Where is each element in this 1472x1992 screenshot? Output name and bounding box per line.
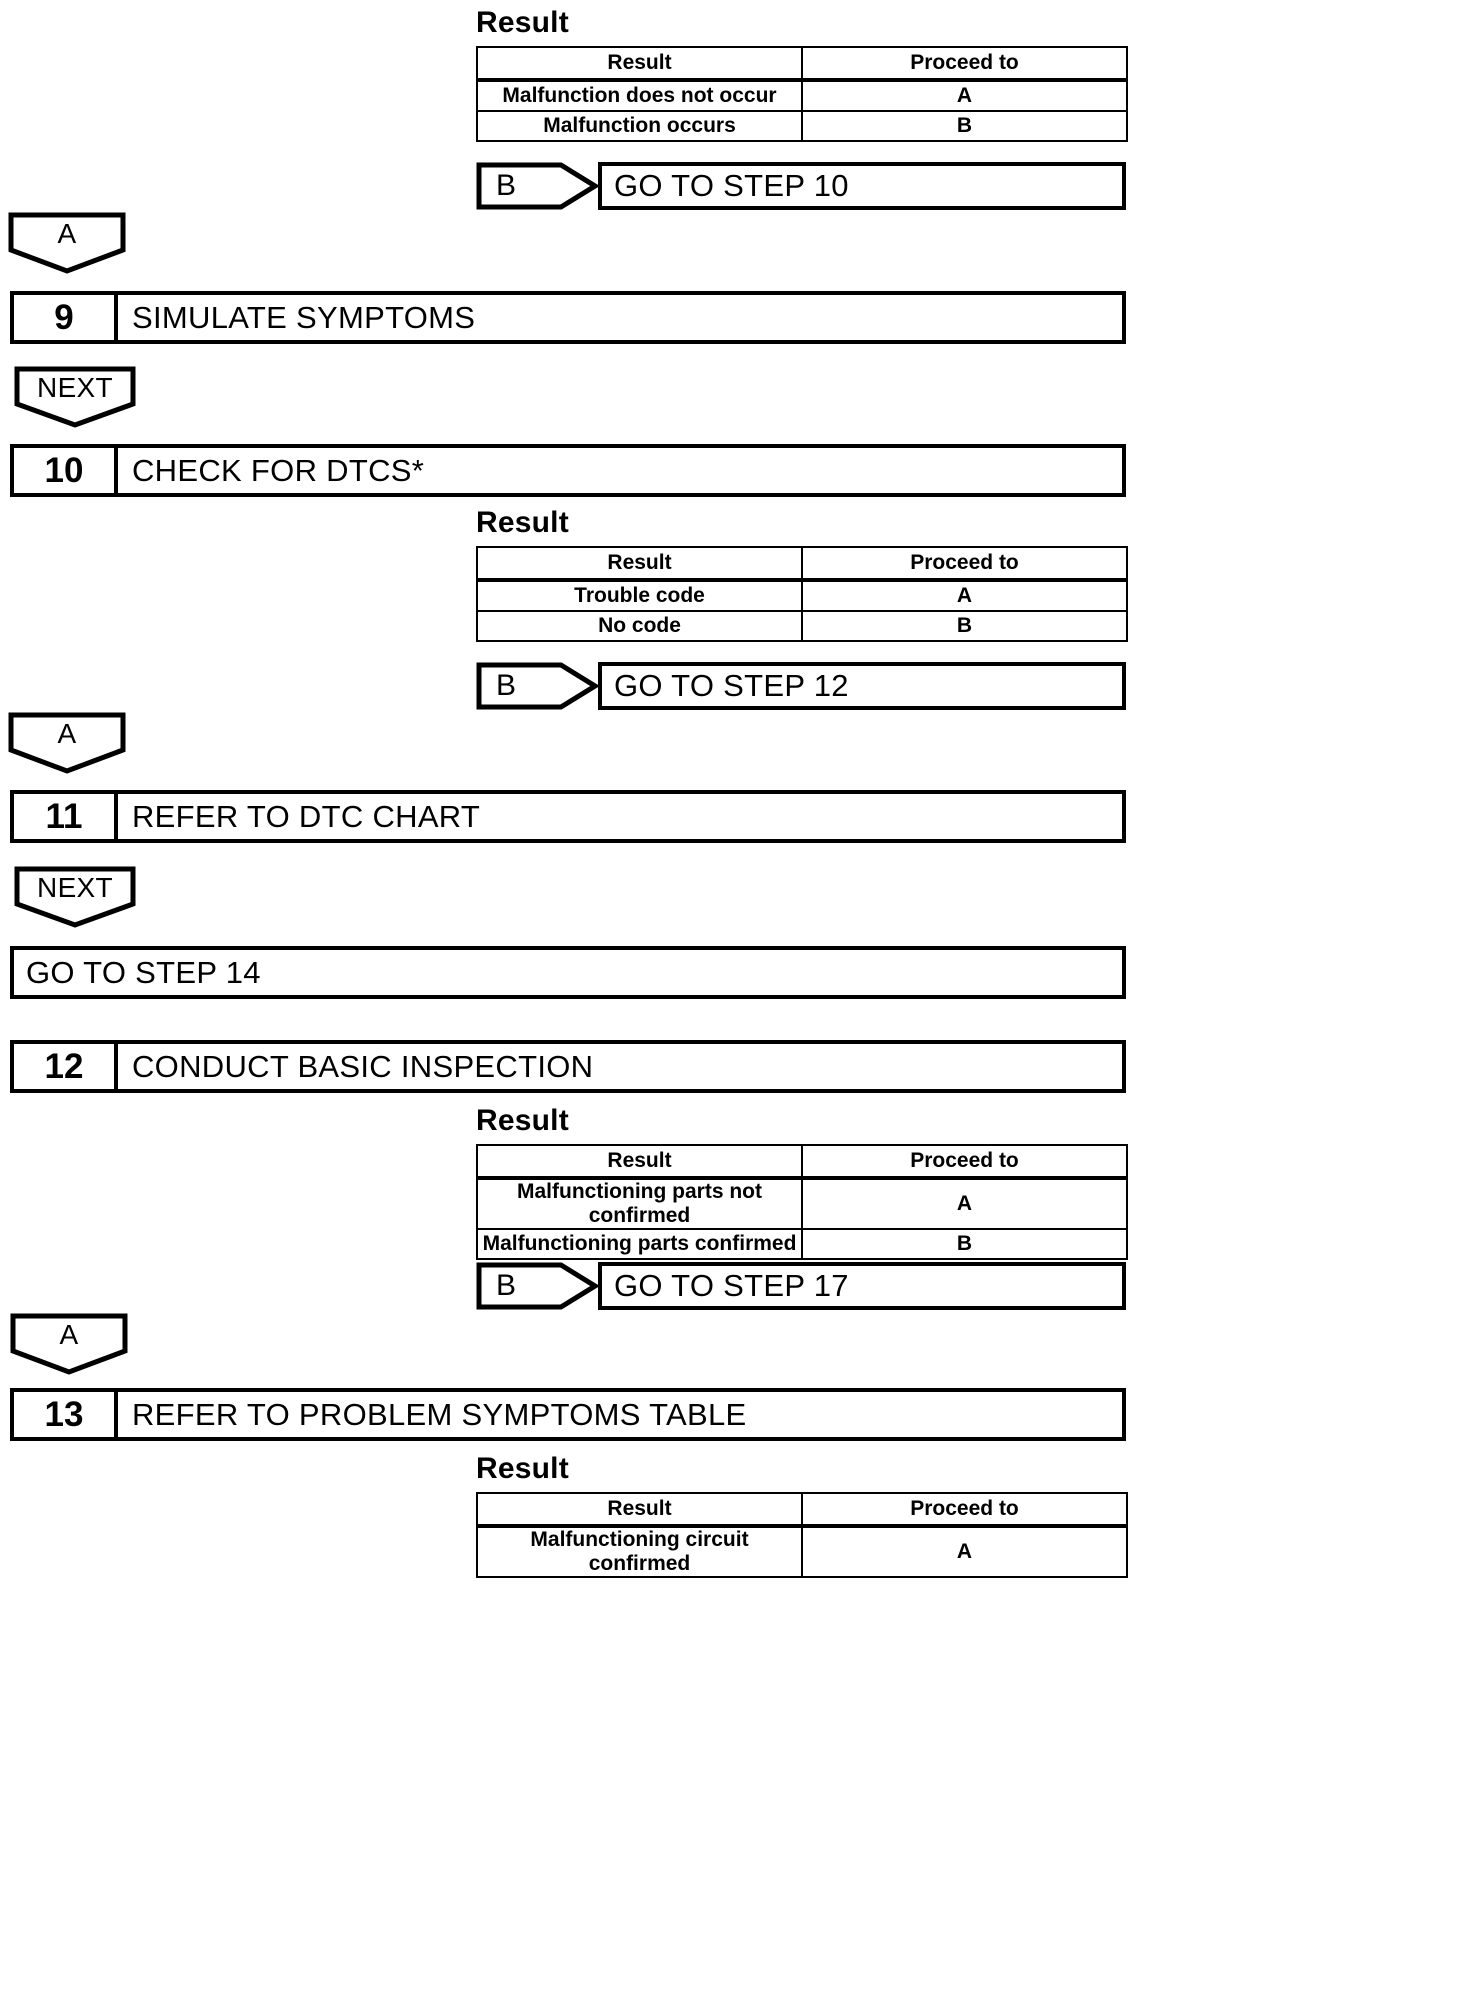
table-header-row: Result Proceed to: [476, 546, 1128, 582]
connector-a-2: A: [8, 712, 126, 774]
step-13-title: REFER TO PROBLEM SYMPTOMS TABLE: [132, 1396, 747, 1432]
step-9-title: SIMULATE SYMPTOMS: [132, 299, 476, 335]
column-header-proceed: Proceed to: [801, 546, 1128, 582]
branch-tag-b-1: B: [476, 162, 598, 210]
cell-proceed: B: [801, 610, 1128, 642]
connector-label: A: [57, 218, 77, 249]
column-header-proceed: Proceed to: [801, 46, 1128, 82]
connector-next-1: NEXT: [14, 366, 136, 428]
cell-proceed: B: [801, 110, 1128, 142]
cell-result: Malfunctioning circuit confirmed: [476, 1525, 803, 1578]
step-9[interactable]: 9 SIMULATE SYMPTOMS: [10, 291, 1126, 344]
result-caption-2: Result: [476, 506, 569, 539]
cell-proceed: A: [801, 1177, 1128, 1230]
result-caption-4: Result: [476, 1452, 569, 1485]
step-12-number: 12: [14, 1044, 118, 1089]
cell-result: Trouble code: [476, 579, 803, 612]
cell-result: Malfunction occurs: [476, 110, 803, 142]
cell-proceed: A: [801, 1525, 1128, 1578]
cell-result: No code: [476, 610, 803, 642]
column-header-result: Result: [476, 1492, 803, 1528]
table-header-row: Result Proceed to: [476, 46, 1128, 82]
connector-label: A: [57, 718, 77, 749]
connector-next-2: NEXT: [14, 866, 136, 928]
connector-label: NEXT: [37, 872, 113, 903]
step-10[interactable]: 10 CHECK FOR DTCS*: [10, 444, 1126, 497]
table-header-row: Result Proceed to: [476, 1144, 1128, 1180]
step-10-number: 10: [14, 448, 118, 493]
column-header-result: Result: [476, 46, 803, 82]
connector-a-1: A: [8, 212, 126, 274]
arrow-tag-shape-icon: [476, 662, 598, 710]
step-13[interactable]: 13 REFER TO PROBLEM SYMPTOMS TABLE: [10, 1388, 1126, 1441]
result-table-2: Result Proceed to Trouble code A No code…: [476, 546, 1128, 642]
pentagon-down-shape-icon: [8, 712, 126, 774]
goto-box-step-14[interactable]: GO TO STEP 14: [10, 946, 1126, 999]
step-13-number: 13: [14, 1392, 118, 1437]
step-11-number: 11: [14, 794, 118, 839]
step-9-number: 9: [14, 295, 118, 340]
result-caption-3: Result: [476, 1104, 569, 1137]
result-caption-1: Result: [476, 6, 569, 39]
table-row: Trouble code A: [476, 579, 1128, 612]
table-row: No code B: [476, 610, 1128, 642]
result-table-4: Result Proceed to Malfunctioning circuit…: [476, 1492, 1128, 1578]
table-row: Malfunctioning circuit confirmed A: [476, 1525, 1128, 1578]
cell-result: Malfunctioning parts confirmed: [476, 1228, 803, 1260]
cell-result: Malfunctioning parts not confirmed: [476, 1177, 803, 1230]
branch-tag-label: B: [495, 669, 516, 702]
table-row: Malfunction does not occur A: [476, 79, 1128, 112]
arrow-tag-shape-icon: [476, 1262, 598, 1310]
step-11-title: REFER TO DTC CHART: [132, 798, 481, 834]
table-row: Malfunctioning parts not confirmed A: [476, 1177, 1128, 1230]
column-header-result: Result: [476, 546, 803, 582]
cell-proceed: A: [801, 79, 1128, 112]
cell-proceed: A: [801, 579, 1128, 612]
column-header-proceed: Proceed to: [801, 1144, 1128, 1180]
goto-box-step-10[interactable]: GO TO STEP 10: [598, 162, 1126, 210]
connector-label: NEXT: [37, 372, 113, 403]
pentagon-down-shape-icon: [8, 212, 126, 274]
connector-a-3: A: [10, 1313, 128, 1375]
result-table-1: Result Proceed to Malfunction does not o…: [476, 46, 1128, 142]
column-header-result: Result: [476, 1144, 803, 1180]
cell-result: Malfunction does not occur: [476, 79, 803, 112]
connector-label: A: [59, 1319, 79, 1350]
step-12[interactable]: 12 CONDUCT BASIC INSPECTION: [10, 1040, 1126, 1093]
step-12-title: CONDUCT BASIC INSPECTION: [132, 1048, 594, 1084]
step-11[interactable]: 11 REFER TO DTC CHART: [10, 790, 1126, 843]
table-header-row: Result Proceed to: [476, 1492, 1128, 1528]
step-10-title: CHECK FOR DTCS*: [132, 452, 425, 488]
branch-tag-label: B: [495, 169, 516, 202]
pentagon-down-shape-icon: [14, 366, 136, 428]
goto-box-step-12[interactable]: GO TO STEP 12: [598, 662, 1126, 710]
arrow-tag-shape-icon: [476, 162, 598, 210]
branch-tag-b-3: B: [476, 1262, 598, 1310]
pentagon-down-shape-icon: [14, 866, 136, 928]
goto-box-step-17[interactable]: GO TO STEP 17: [598, 1262, 1126, 1310]
branch-tag-label: B: [495, 1269, 516, 1302]
column-header-proceed: Proceed to: [801, 1492, 1128, 1528]
table-row: Malfunction occurs B: [476, 110, 1128, 142]
branch-tag-b-2: B: [476, 662, 598, 710]
result-table-3: Result Proceed to Malfunctioning parts n…: [476, 1144, 1128, 1260]
pentagon-down-shape-icon: [10, 1313, 128, 1375]
table-row: Malfunctioning parts confirmed B: [476, 1228, 1128, 1260]
cell-proceed: B: [801, 1228, 1128, 1260]
